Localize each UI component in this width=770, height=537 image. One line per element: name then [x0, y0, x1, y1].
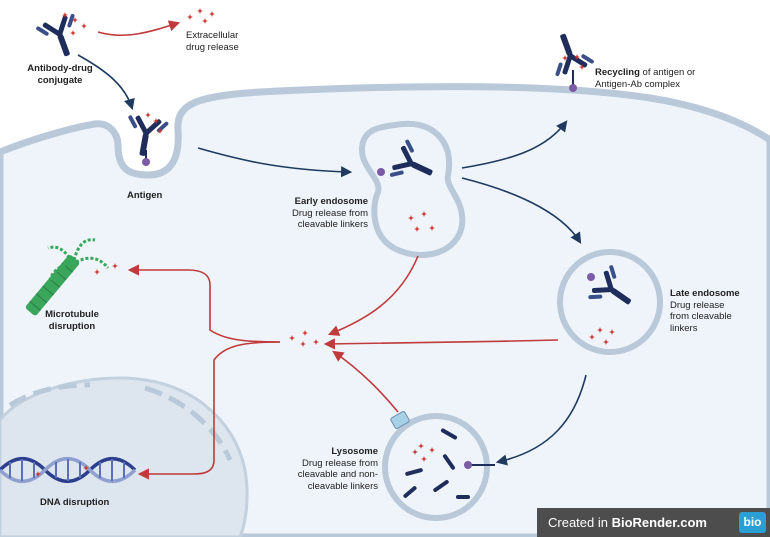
late-endosome-label: Late endosome Drug release from cleavabl…	[670, 288, 740, 334]
biorender-badge[interactable]: Created in BioRender.com bio	[537, 508, 770, 537]
dna-helix	[0, 457, 137, 483]
extracellular-label: Extracellular drug release	[186, 30, 239, 53]
badge-prefix: Created in	[548, 515, 612, 530]
biorender-logo-icon: bio	[739, 512, 766, 533]
badge-brand: BioRender.com	[611, 515, 707, 530]
lysosome	[382, 413, 490, 521]
dna-label: DNA disruption	[40, 497, 110, 508]
microtubule-label: Microtubule disruption	[45, 309, 99, 332]
late-endosome	[557, 249, 663, 355]
antigen-label: Antigen	[127, 190, 163, 201]
recycling-label: Recycling of antigen or Antigen-Ab compl…	[595, 67, 696, 90]
early-endosome-label: Early endosome Drug release from cleavab…	[291, 196, 368, 230]
antigen-dot	[142, 158, 150, 166]
antibody-recycling	[542, 27, 596, 79]
adc-label: Antibody-drug conjugate	[27, 63, 93, 86]
early-endosome	[358, 120, 466, 258]
lysosome-channel	[390, 411, 410, 429]
lysosome-label: Lysosome Drug release from cleavable and…	[297, 446, 378, 492]
